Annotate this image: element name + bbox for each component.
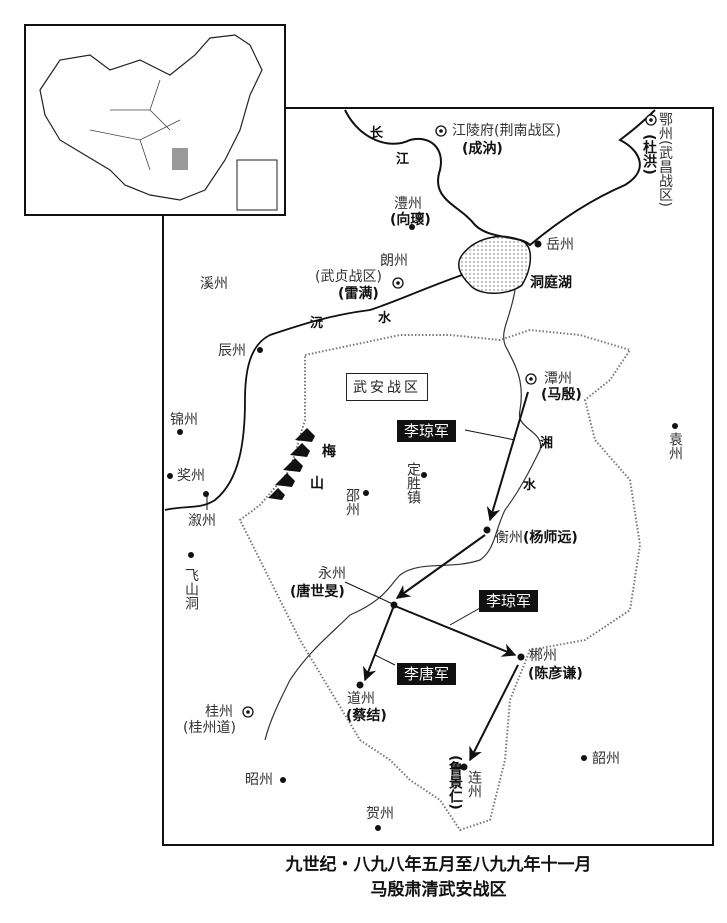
commander-hengzhou: (杨师远): [523, 530, 578, 546]
place-chenzhou-south: 郴州: [529, 648, 557, 664]
place-feishandong: 飞山洞: [183, 568, 199, 610]
place-guizhou-dao: (桂州道): [183, 720, 236, 736]
commander-tanzhou: (马殷): [541, 387, 582, 403]
wuan-zone-border: [238, 328, 642, 832]
place-xuzhou: 溆州: [188, 513, 216, 529]
commander-yongzhou: (唐世旻): [290, 584, 345, 600]
map-title-line1: 九世纪・八九八年五月至八九九年十一月: [285, 855, 592, 875]
place-yuanzhou: 袁州: [667, 432, 683, 460]
place-jinzhou: 锦州: [170, 412, 198, 428]
inset-china-outline: [39, 34, 263, 201]
river-label-jiang: 江: [396, 152, 410, 167]
place-lizhou: 澧州: [394, 196, 422, 212]
mountain-label-shan: 山: [310, 476, 324, 492]
river-label-yuan: 沅: [310, 316, 324, 331]
commander-ezhou: (杜洪): [641, 134, 657, 175]
army-label-li-tang: 李唐军: [397, 663, 457, 685]
dongting-lake: [458, 235, 532, 294]
map-frame: [162, 107, 714, 846]
commander-langzhou: (雷满): [338, 286, 379, 302]
commander-lianzhou: (鲁景仁): [447, 755, 463, 810]
place-zhaozhou: 昭州: [245, 772, 273, 788]
river-label-chang: 长: [370, 126, 384, 141]
campaign-arrows: [363, 391, 529, 762]
map-title-line2: 马殷肃清武安战区: [370, 880, 507, 900]
place-tanzhou: 潭州: [544, 371, 572, 387]
place-guizhou: 桂州: [205, 704, 233, 720]
commander-lizhou: (向瓌): [390, 212, 431, 228]
army-label-li-qiong: 李琼军: [397, 420, 457, 442]
capital-target-icons: [242, 114, 657, 718]
place-hengzhou: 衡州: [495, 530, 523, 546]
place-jiangzhou: 奖州: [177, 468, 205, 484]
place-dingsheng: 定胜镇: [405, 462, 421, 504]
place-xizhou: 溪州: [200, 276, 228, 292]
lake-label: 洞庭湖: [530, 275, 572, 291]
place-yuezhou: 岳州: [546, 237, 574, 253]
river-label-xiang: 湘: [540, 436, 554, 451]
zone-label: 武安战区: [346, 373, 428, 401]
place-daozhou: 道州: [347, 691, 375, 707]
river-label-xiang-shui: 水: [523, 478, 537, 493]
river-label-yuan-shui: 水: [378, 311, 392, 326]
inset-provinces: [89, 79, 181, 171]
place-shaozhou: 邵州: [344, 488, 360, 516]
inset-south-sea-box: [236, 159, 278, 211]
meishan-mountains-icon: [268, 428, 315, 500]
yuan-river: [164, 274, 463, 511]
zone-langzhou: (武贞战区): [315, 269, 382, 285]
place-jiangling: 江陵府(荆南战区): [452, 123, 561, 139]
commander-daozhou: (蔡结): [346, 708, 387, 724]
place-hezhou: 贺州: [366, 806, 394, 822]
commander-chenzhou-south: (陈彦谦): [528, 666, 583, 682]
xiang-river: [264, 289, 542, 741]
place-lianzhou: 连州: [466, 770, 482, 798]
place-shaozhou-south: 韶州: [592, 751, 620, 767]
commander-jiangling: (成汭): [462, 141, 503, 157]
army-label-li-qiong: 李琼军: [479, 590, 539, 612]
place-chenzhou: 辰州: [218, 343, 246, 359]
place-yongzhou: 永州: [318, 566, 346, 582]
inset-frame: [24, 24, 286, 216]
city-dots: [167, 224, 678, 831]
inset-highlight: [172, 148, 188, 170]
place-langzhou: 朗州: [380, 253, 408, 269]
place-ezhou: 鄂州(武昌战区): [657, 112, 673, 207]
mountain-label-mei: 梅: [322, 444, 336, 460]
